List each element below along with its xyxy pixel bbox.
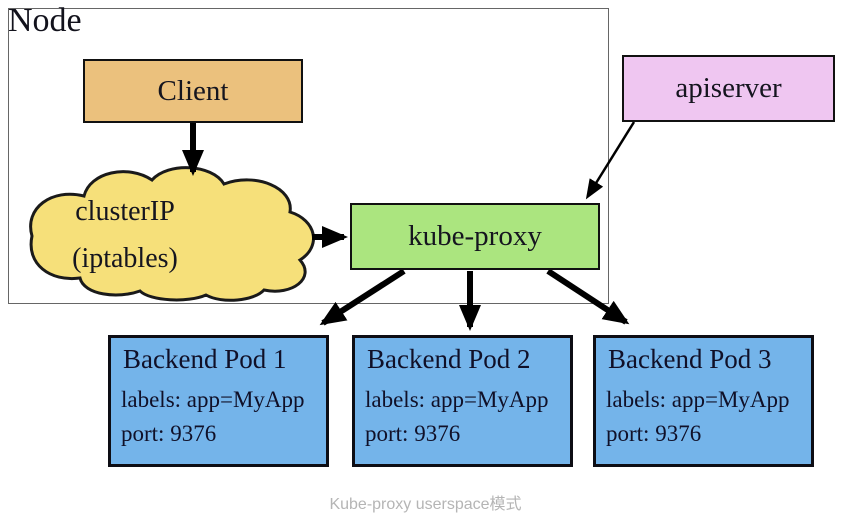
backend-pod-1-labels: labels: app=MyApp (121, 387, 305, 412)
cluster-ip-line2: (iptables) (72, 243, 178, 274)
backend-pod-2-title: Backend Pod 2 (367, 344, 531, 374)
cluster-ip-label: clusterIP (iptables) (40, 188, 210, 282)
node-label: Node (8, 2, 82, 39)
backend-pod-3-port: port: 9376 (606, 421, 702, 446)
backend-pod-1-box: Backend Pod 1 labels: app=MyApp port: 93… (108, 335, 329, 467)
kube-proxy-label: kube-proxy (408, 220, 542, 252)
kube-proxy-box: kube-proxy (350, 203, 600, 270)
apiserver-label: apiserver (675, 72, 782, 104)
backend-pod-3-title: Backend Pod 3 (608, 344, 772, 374)
cluster-ip-line1: clusterIP (75, 196, 175, 227)
backend-pod-3-box: Backend Pod 3 labels: app=MyApp port: 93… (593, 335, 814, 467)
backend-pod-2-port: port: 9376 (365, 421, 461, 446)
apiserver-box: apiserver (622, 55, 835, 122)
backend-pod-1-title: Backend Pod 1 (123, 344, 287, 374)
backend-pod-2-labels: labels: app=MyApp (365, 387, 549, 412)
figure-caption: Kube-proxy userspace模式 (329, 496, 522, 513)
client-box: Client (83, 59, 303, 123)
backend-pod-1-port: port: 9376 (121, 421, 217, 446)
backend-pod-3-labels: labels: app=MyApp (606, 387, 790, 412)
client-label: Client (157, 74, 229, 107)
backend-pod-2-box: Backend Pod 2 labels: app=MyApp port: 93… (352, 335, 573, 467)
